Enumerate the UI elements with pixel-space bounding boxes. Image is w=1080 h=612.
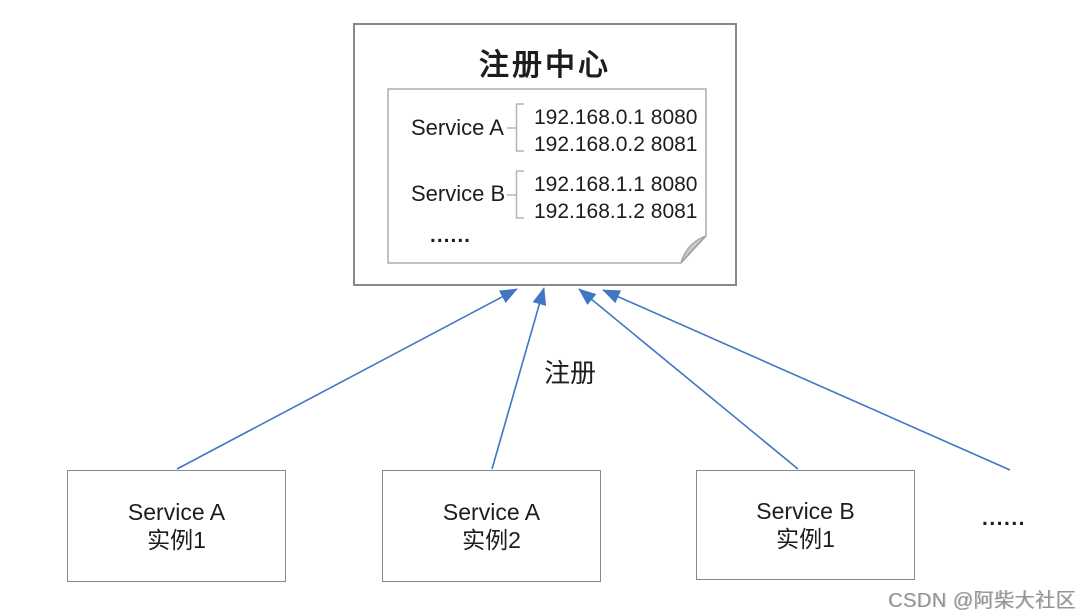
registry-title: 注册中心: [479, 49, 611, 82]
more-nodes-ellipsis: ......: [982, 507, 1027, 530]
register-arrow-1: [176, 288, 518, 470]
registry-service-a-label: Service A: [411, 115, 504, 140]
register-arrow-3: [578, 288, 799, 470]
registry-service-b-label: Service B: [411, 181, 506, 206]
node-instance-name: 实例2: [462, 527, 521, 553]
node-service-name: Service B: [756, 498, 855, 524]
register-arrow-2: [491, 287, 547, 470]
node-service-name: Service A: [127, 499, 226, 525]
node-service-b-instance-1: Service B 实例1: [696, 470, 915, 580]
node-instance-name: 实例1: [147, 527, 206, 553]
registry-service-b-instances: 192.168.1.1 8080 192.168.1.2 8081: [534, 173, 698, 223]
csdn-watermark: CSDN @阿柴大社区: [887, 590, 1076, 612]
node-service-name: Service A: [442, 499, 541, 525]
registry-more-entries-ellipsis: ......: [430, 224, 472, 247]
register-edge-label: 注册: [544, 358, 597, 388]
registry-box: [353, 23, 737, 286]
register-arrow-4: [602, 289, 1011, 471]
node-service-a-instance-1: Service A 实例1: [67, 470, 286, 582]
node-instance-name: 实例1: [776, 526, 835, 552]
node-service-a-instance-2: Service A 实例2: [382, 470, 601, 582]
registry-service-a-instances: 192.168.0.1 8080 192.168.0.2 8081: [534, 106, 698, 156]
